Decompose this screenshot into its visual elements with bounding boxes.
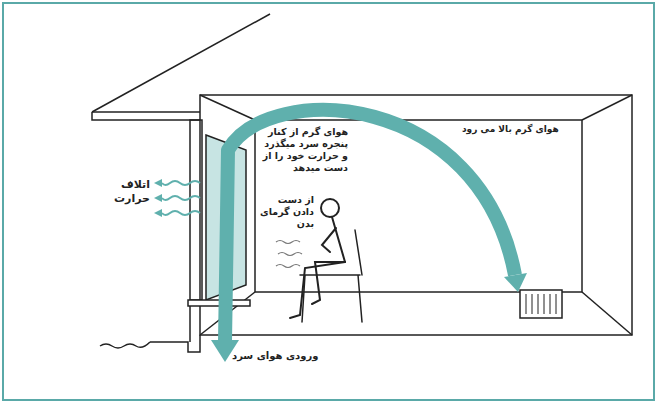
heater [520, 290, 562, 318]
seated-man [290, 199, 362, 322]
label: هوای گرم از کنار پنجره سرد میگذرد و حرار… [258, 126, 348, 174]
heat-loss-waves [162, 181, 200, 215]
label: اتلاف حرارت [92, 178, 150, 206]
body-heat-waves [276, 241, 302, 268]
frame [3, 3, 654, 400]
air-flow-arrow [211, 110, 527, 362]
label: ورودی هوای سرد [232, 350, 318, 363]
label: از دست دادن گرمای بدن [258, 194, 314, 230]
house [92, 14, 632, 352]
label: هوای گرم بالا می رود [462, 124, 559, 135]
